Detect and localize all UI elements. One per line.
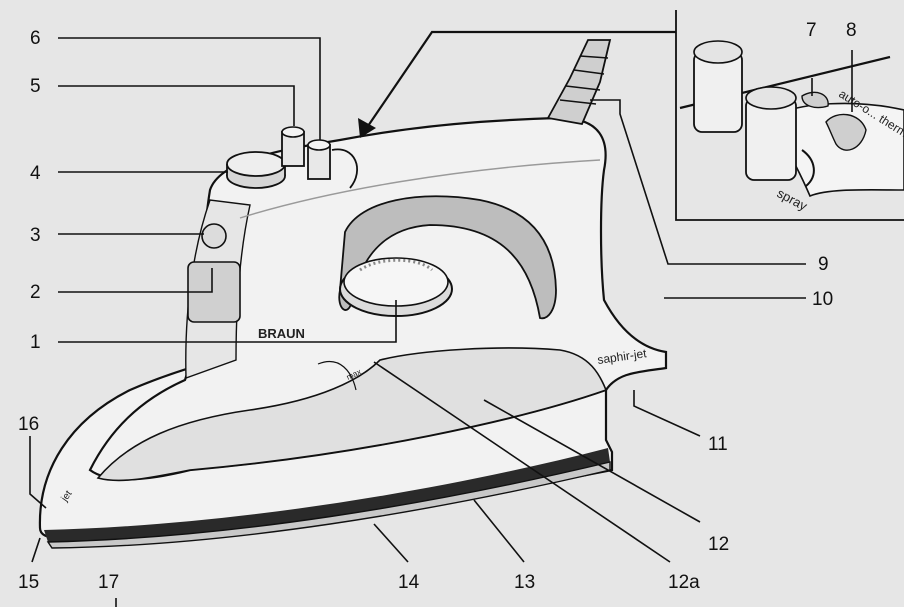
model-name: saphir-jet bbox=[596, 346, 647, 367]
leader-lines bbox=[29, 37, 853, 607]
label-1: 1 bbox=[30, 332, 41, 353]
label-6: 6 bbox=[30, 28, 41, 49]
filler-cap bbox=[201, 223, 227, 249]
label-12: 12 bbox=[708, 534, 729, 555]
part-labels: 1 2 3 4 5 6 7 8 9 10 11 12 12a 13 14 15 … bbox=[18, 20, 857, 593]
max-arc bbox=[317, 361, 357, 391]
inset-detail: spray auto-o... therm bbox=[675, 10, 904, 221]
label-15: 15 bbox=[18, 572, 39, 593]
brand-logo: BRAUN bbox=[258, 326, 305, 341]
power-cord bbox=[546, 39, 612, 126]
label-4: 4 bbox=[30, 163, 41, 184]
spray-marking: spray bbox=[775, 185, 811, 213]
spray-knob bbox=[226, 151, 286, 189]
label-2: 2 bbox=[30, 282, 41, 303]
label-7: 7 bbox=[806, 20, 817, 41]
label-8: 8 bbox=[846, 20, 857, 41]
label-14: 14 bbox=[398, 572, 420, 593]
label-12a: 12a bbox=[668, 572, 700, 593]
label-3: 3 bbox=[30, 225, 41, 246]
label-5: 5 bbox=[30, 76, 41, 97]
inset-arrow bbox=[358, 30, 676, 138]
label-11: 11 bbox=[708, 434, 728, 455]
label-10: 10 bbox=[812, 289, 833, 310]
spray-buttons bbox=[281, 126, 359, 189]
label-9: 9 bbox=[818, 254, 829, 275]
label-13: 13 bbox=[514, 572, 535, 593]
label-17: 17 bbox=[98, 572, 119, 593]
label-16: 16 bbox=[18, 414, 39, 435]
